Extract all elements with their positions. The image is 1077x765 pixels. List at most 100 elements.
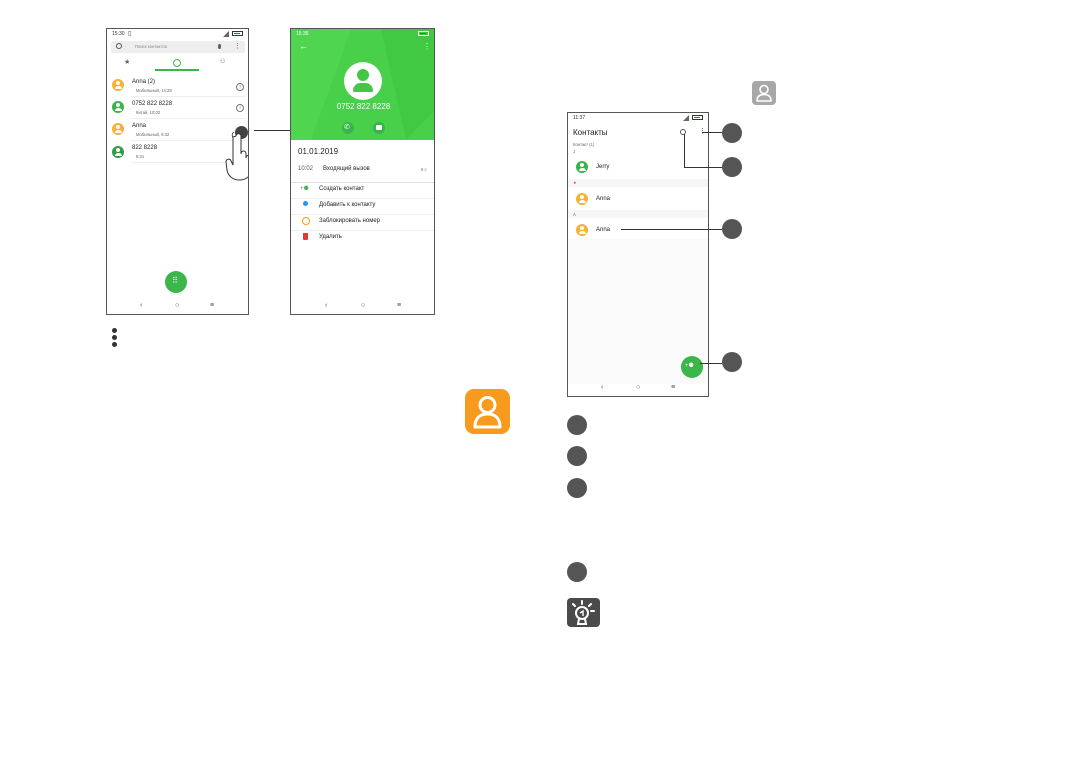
status-bar: 15:36 — [291, 29, 434, 39]
person-outline-icon — [473, 396, 502, 429]
info-icon[interactable]: i — [236, 104, 244, 112]
call-detail: Китай, 10:02 — [136, 110, 161, 115]
person-outline-icon — [756, 84, 772, 102]
battery-icon — [418, 31, 429, 36]
divider — [291, 230, 434, 231]
callout-leader-4 — [700, 363, 722, 364]
action-label: Добавить к контакту — [319, 202, 376, 208]
section-band — [568, 179, 708, 187]
back-arrow-icon[interactable]: ← — [299, 41, 308, 51]
call-type: Входящий вызов — [323, 166, 370, 172]
call-detail: Мобильный, 14:29 — [136, 88, 172, 93]
phone-icon: ✆ — [344, 124, 350, 131]
call-detail: Мобильный, 8:32 — [136, 132, 170, 137]
recents-nav-button[interactable]: ≡ — [671, 384, 676, 391]
status-bar: 15:30 ▯ — [107, 29, 248, 39]
mic-icon[interactable] — [218, 44, 221, 49]
dot — [112, 335, 117, 340]
legend-marker-4 — [567, 562, 587, 582]
divider — [131, 140, 245, 141]
trash-icon — [303, 233, 308, 240]
avatar — [112, 123, 124, 135]
person-body-icon — [353, 83, 373, 92]
section-band — [568, 210, 708, 218]
add-person-icon: +⚉ — [300, 186, 309, 192]
search-bar[interactable]: Поиск контактов ⋮ — [111, 41, 245, 53]
battery-icon — [232, 31, 243, 36]
info-icon[interactable]: i — [236, 83, 244, 91]
call-name: Anna (2) — [132, 79, 156, 85]
section-letter: A — [573, 212, 576, 217]
search-input[interactable]: Поиск контактов — [135, 44, 167, 49]
action-label: Создать контакт — [319, 186, 365, 192]
back-nav-button[interactable]: ‹ — [140, 302, 143, 309]
contact-photo — [344, 62, 382, 100]
recents-nav-button[interactable]: ≡ — [210, 302, 215, 309]
back-nav-button[interactable]: ‹ — [325, 302, 328, 309]
avatar — [576, 193, 588, 205]
more-vert-icon[interactable]: ⋮ — [423, 42, 431, 51]
callout-leader-3 — [621, 229, 722, 230]
contacts-screenshot: 11:37 Контакты ⋮ Контакт (1) J Jerry ★ A… — [567, 112, 709, 397]
home-nav-button[interactable]: ○ — [175, 302, 180, 309]
recent-tab-underline — [155, 69, 199, 71]
callout-leader-1 — [702, 132, 722, 133]
search-icon[interactable] — [680, 129, 686, 135]
contact-name: Jerry — [596, 164, 610, 170]
call-date: 01.01.2019 — [298, 147, 339, 156]
callout-marker-3 — [722, 219, 742, 239]
add-contact-fab[interactable]: +⚉ — [681, 356, 703, 378]
status-time: 11:37 — [573, 115, 586, 121]
contacts-app-icon — [465, 389, 510, 434]
divider — [131, 162, 245, 163]
contact-name: Anna — [596, 227, 611, 233]
callout-marker-2 — [722, 157, 742, 177]
home-nav-button[interactable]: ○ — [636, 384, 641, 391]
nav-bar: ‹ ○ ≡ — [291, 300, 434, 314]
contacts-app-icon-small — [752, 81, 776, 105]
avatar — [576, 161, 588, 173]
arrow-line — [254, 130, 294, 131]
tap-hand-icon — [225, 132, 248, 181]
action-label: Удалить — [319, 234, 342, 240]
callout-leader-2a — [684, 134, 685, 167]
more-vert-icon[interactable]: ⋮ — [234, 43, 241, 50]
status-bar: 11:37 — [568, 113, 708, 123]
search-icon — [116, 43, 122, 49]
signal-icon — [223, 31, 229, 37]
legend-marker-1 — [567, 415, 587, 435]
avatar — [112, 146, 124, 158]
call-log-screenshot: 15:30 ▯ Поиск контактов ⋮ ★ ⚇ Anna (2) М… — [106, 28, 249, 315]
person-icon — [303, 201, 308, 206]
dot — [112, 328, 117, 333]
divider — [291, 198, 434, 199]
divider — [131, 118, 245, 119]
divider — [291, 182, 434, 183]
message-icon — [376, 125, 382, 130]
legend-marker-3 — [567, 478, 587, 498]
lightbulb-icon — [572, 600, 595, 625]
recent-tab-icon[interactable] — [173, 59, 181, 67]
section-letter: J — [573, 149, 576, 154]
call-button[interactable]: ✆ — [342, 122, 354, 134]
avatar — [112, 101, 124, 113]
back-nav-button[interactable]: ‹ — [601, 384, 604, 391]
phone-number: 0752 822 8228 — [336, 102, 391, 111]
more-vert-icon[interactable]: ⋮ — [699, 127, 706, 135]
section-letter: ★ — [573, 180, 577, 185]
recents-nav-button[interactable]: ≡ — [397, 302, 402, 309]
call-name: Anna — [132, 123, 147, 129]
block-icon — [302, 217, 310, 225]
callout-marker-4 — [722, 352, 742, 372]
status-time: 15:30 — [112, 31, 125, 37]
dialpad-icon: ⠿ — [172, 276, 178, 285]
message-button[interactable] — [373, 122, 385, 134]
dialpad-fab[interactable]: ⠿ — [165, 271, 187, 293]
contacts-tab-icon[interactable]: ⚇ — [220, 59, 226, 65]
favorites-tab-icon[interactable]: ★ — [124, 59, 131, 66]
contacts-title: Контакты — [573, 128, 608, 137]
nav-bar: ‹ ○ ≡ — [107, 300, 248, 314]
vibrate-icon: ▯ — [128, 31, 132, 37]
home-nav-button[interactable]: ○ — [361, 302, 366, 309]
add-person-icon: +⚉ — [685, 363, 694, 369]
